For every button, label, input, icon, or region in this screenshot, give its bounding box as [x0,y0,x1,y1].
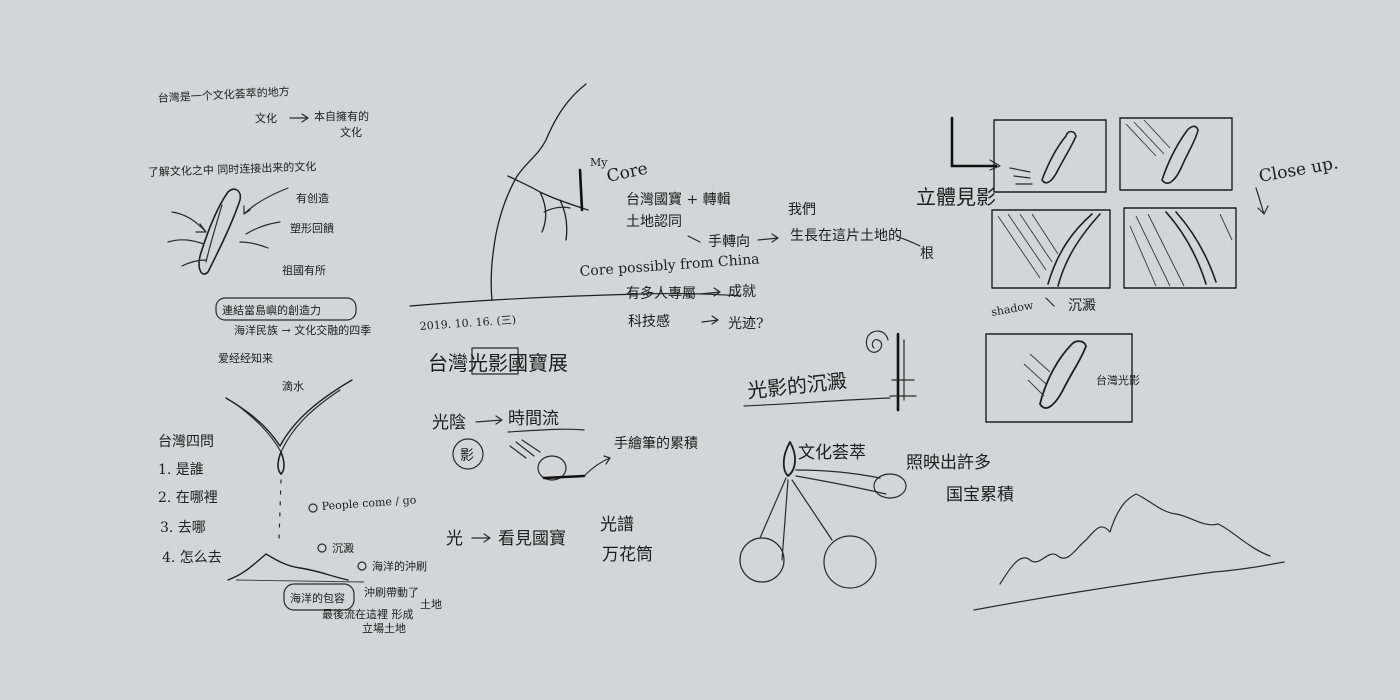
horizon-line [409,293,741,307]
boxed-note-frame [283,583,355,611]
frame-2 [1119,117,1233,191]
circle-label: 影 [460,448,474,464]
frame-5 [985,333,1133,423]
arrow-right-icon [289,113,309,123]
note-born-here: 生長在這片土地的 [790,228,902,244]
arrow-right-icon [475,415,503,425]
note-understand: 了解文化之中 同时连接出来的文化 [148,159,317,179]
note-tech: 科技感 [628,313,670,330]
note-turn: 手轉向 [708,234,750,250]
note-motherland: 祖國有所 [282,263,326,277]
arrow-icon [895,235,921,247]
note-reflect: 照映出許多 [906,453,991,473]
label-core: Core [605,159,650,187]
bullet-dot [317,543,327,553]
note-origin: 爱经经知来 [218,351,273,365]
flow-see: 看見國寶 [498,528,566,549]
bullet-wash: 沖刷帶動了 [364,585,419,599]
island-arrows-sketch [167,187,289,275]
bullet-dot [308,503,318,513]
notes-column-1: 台灣是一个文化荟萃的地方 文化 本自擁有的 文化 了解文化之中 同时连接出来的文… [148,84,442,635]
flow-accumulate: 手繪筆的累積 [614,435,698,452]
list-item: 4. 怎么去 [162,550,222,566]
flow-time: 時間流 [508,409,559,429]
note-treasure-accum: 国宝累積 [946,485,1014,505]
boxed-note: 連結當島嶼的創造力 [222,303,321,317]
note-inherent: 本自擁有的 [314,109,369,123]
arrow-right-icon [583,455,611,477]
exhibition-title: 台灣光影國寶展 [428,351,568,375]
flow-spectrum: 光譜 [600,515,634,535]
notes-column-2: My Core 台灣國寶 + 轉輯 土地認同 手轉向 Core possibly… [409,83,779,565]
flow-kaleidoscope: 万花筒 [602,545,653,565]
storyboard-column: Close up. 立體見影 shadow 沉澱 台灣光影 [916,116,1340,611]
bullet-ocean: 海洋的沖刷 [372,559,427,573]
mountain-sketch [227,553,349,581]
note-achieve: 成就 [728,284,756,300]
note-title: 台灣是一个文化荟萃的地方 [157,84,290,105]
light-source-sketch [950,116,998,168]
bullet-stand: 立場土地 [362,621,406,635]
flow-light: 光陰 [432,413,466,433]
note-exclusive: 有多人專屬 [626,285,696,302]
note-culture-2: 文化 [340,125,362,139]
note-roots: 根 [920,246,934,262]
list-item: 1. 是誰 [158,462,204,478]
arrow-icon [687,235,701,243]
list-item: 3. 去哪 [160,520,206,536]
shadow-label: shadow [990,299,1035,319]
note-feedback: 塑形回饋 [290,221,334,235]
note-china: Core possibly from China [579,251,760,280]
bullet-people: People come / go [321,493,417,513]
frame-3 [991,209,1111,289]
list-title: 台灣四問 [158,434,214,450]
note-culture: 文化 [255,111,277,125]
note-waterdrop: 滴水 [282,379,304,393]
arrow-right-icon [701,315,719,325]
brush-stroke [542,474,586,480]
note-culture-mix: 文化荟萃 [798,443,866,463]
arrow-right-icon [757,233,779,243]
sketch-date: 2019. 10. 16. (三) [419,313,516,333]
boxed-note-frame [215,297,357,321]
coastline-map-sketch [490,83,589,301]
arrow-icon [1045,297,1055,307]
title-highlight-box [471,347,519,375]
note-create: 有创造 [296,191,329,205]
note-we: 我們 [788,202,816,218]
list-item: 2. 在哪裡 [158,490,218,506]
light-rays-sketch [509,439,541,459]
heading-light-settle: 光影的沉澱 [746,369,848,403]
note-lightpath: 光迹? [728,316,764,332]
label-my: My [590,156,608,169]
bullet-final: 最後流在這裡 形成 [322,607,414,621]
drop-sketch [537,455,567,481]
flow-light-2: 光 [446,529,463,549]
frame-1 [993,119,1107,193]
note-identity: 土地認同 [626,214,682,230]
bullet-land: 土地 [420,598,442,611]
arrow-right-icon [471,533,491,543]
label-3d: 立體見影 [916,185,996,209]
waterdrop-sketch [225,379,353,541]
mountain-ridge-sketch [973,493,1285,611]
note-treasure: 台灣國寶 + 轉輯 [626,192,731,208]
spotlight-sketch [739,441,907,589]
arrow-right-icon [699,287,721,297]
settle-label: 沉澱 [1068,298,1096,314]
notes-column-3: 我們 生長在這片土地的 根 光影的沉澱 文化荟萃 照映出許多 国宝累積 [739,202,1014,589]
frame-4 [1123,207,1237,289]
arrow-down-icon [1255,187,1269,215]
frame-caption: 台灣光影 [1096,373,1140,387]
shadow-circle [452,438,484,470]
bullet-settle: 沉澱 [332,542,354,555]
bullet-dot [357,561,367,571]
note-ocean-people: 海洋民族 → 文化交融的四季 [234,323,371,337]
spiral-tower-sketch [865,330,917,412]
boxed-ocean: 海洋的包容 [290,591,345,605]
closeup-label: Close up. [1257,153,1339,187]
